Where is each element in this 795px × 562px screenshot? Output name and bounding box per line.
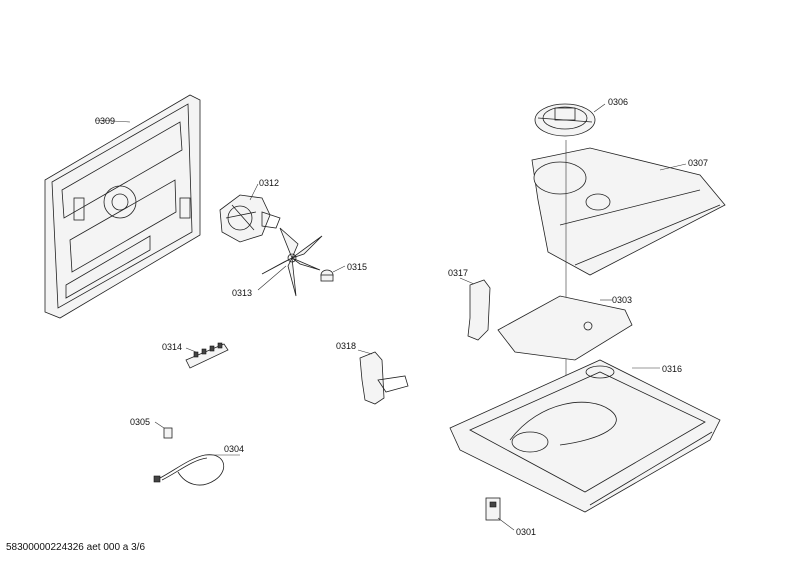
label-0304: 0304 xyxy=(224,444,245,454)
label-0307: 0307 xyxy=(688,158,709,168)
label-0301: 0301 xyxy=(516,527,537,537)
part-0317-bracket xyxy=(459,277,491,341)
label-0312: 0312 xyxy=(259,178,280,188)
part-0318-bracket xyxy=(357,349,409,405)
part-0304-cable xyxy=(153,454,240,486)
part-0305-cable-clip xyxy=(154,421,173,439)
part-0303-cover-plate xyxy=(497,295,633,361)
label-0303: 0303 xyxy=(612,295,633,305)
part-0307-air-duct xyxy=(531,140,726,400)
part-0309-back-panel xyxy=(44,94,201,319)
label-0309: 0309 xyxy=(95,116,116,126)
label-0313: 0313 xyxy=(232,288,253,298)
label-0305: 0305 xyxy=(130,417,151,427)
part-0315-nut xyxy=(320,265,346,282)
label-0316: 0316 xyxy=(662,364,683,374)
label-0306: 0306 xyxy=(608,97,629,107)
part-0313-fan-wheel xyxy=(257,227,323,297)
part-0316-base-frame xyxy=(449,359,721,513)
label-0317: 0317 xyxy=(448,268,469,278)
label-0318: 0318 xyxy=(336,341,357,351)
part-0306-fan-cover xyxy=(534,103,606,137)
part-0312-fan-motor xyxy=(219,183,281,243)
label-0314: 0314 xyxy=(162,342,183,352)
label-0315: 0315 xyxy=(347,262,368,272)
part-0314-terminal-block xyxy=(185,342,229,369)
document-footer: 58300000224326 aet 000 a 3/6 xyxy=(6,542,146,553)
part-0301-switch xyxy=(485,497,515,531)
